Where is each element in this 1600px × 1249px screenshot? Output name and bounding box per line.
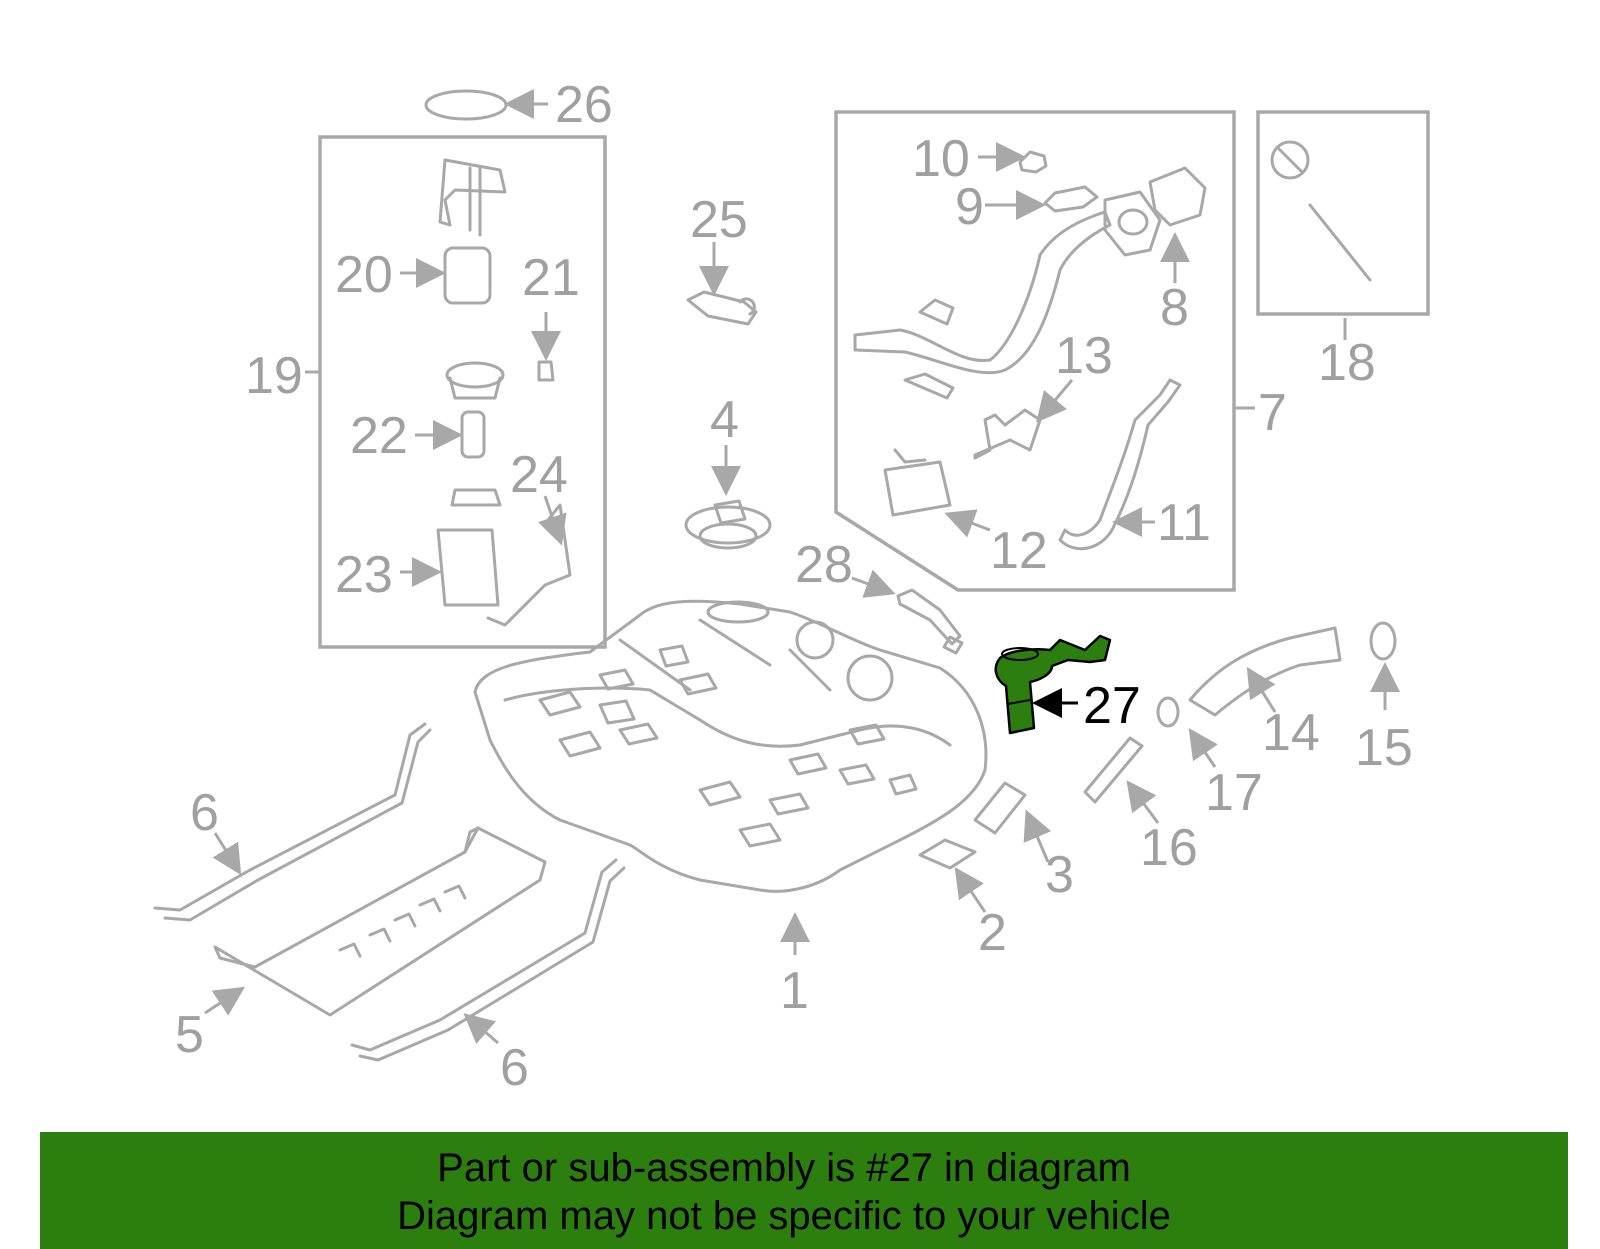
callout-13: 13 — [1055, 327, 1113, 385]
group-box-18 — [1256, 110, 1430, 316]
strap-part-6-upper — [153, 722, 432, 922]
callout-9: 9 — [955, 178, 984, 236]
clamp-part-15 — [1369, 621, 1397, 661]
callout-12: 12 — [990, 522, 1048, 580]
pump-module-part-19 — [436, 158, 572, 627]
heat-shield-part-5 — [213, 826, 547, 1017]
pad-part-2 — [918, 838, 977, 870]
group-box-19 — [318, 135, 607, 649]
callout-25: 25 — [690, 191, 748, 249]
pipe-part-16 — [1083, 736, 1144, 804]
callout-17: 17 — [1205, 764, 1263, 822]
callout-18: 18 — [1318, 334, 1376, 392]
callout-21: 21 — [522, 249, 580, 307]
callout-5: 5 — [175, 1006, 204, 1064]
footer-line-2: Diagram may not be specific to your vehi… — [397, 1194, 1171, 1238]
callout-15: 15 — [1355, 719, 1413, 777]
footer-banner: Part or sub-assembly is #27 in diagram D… — [40, 1132, 1568, 1249]
clip-part-9 — [1043, 185, 1099, 213]
fitting-part-25 — [686, 290, 758, 326]
callout-3: 3 — [1045, 846, 1074, 904]
cap-part-18 — [1270, 140, 1372, 282]
bracket-part-8 — [1148, 166, 1207, 227]
callout-2: 2 — [978, 904, 1007, 962]
canister-part-12 — [883, 448, 952, 517]
callout-6-upper: 6 — [190, 784, 219, 842]
callout-26: 26 — [555, 76, 613, 134]
callout-8: 8 — [1160, 279, 1189, 337]
strap-part-6-lower — [350, 858, 626, 1062]
filler-neck-part-7 — [853, 190, 1162, 400]
footer-line-1: Part or sub-assembly is #27 in diagram — [437, 1146, 1131, 1190]
callout-arrows — [204, 89, 1400, 1045]
callout-16: 16 — [1140, 819, 1198, 877]
callout-28: 28 — [795, 536, 853, 594]
clamp-part-17 — [1156, 696, 1180, 728]
callout-27: 27 — [1083, 677, 1141, 735]
clip-part-10 — [1018, 150, 1048, 174]
pad-part-3 — [973, 781, 1027, 835]
callout-23: 23 — [335, 546, 393, 604]
callout-24: 24 — [510, 446, 568, 504]
hose-part-14 — [1188, 626, 1342, 717]
bracket-part-13 — [973, 408, 1042, 460]
hose-part-28 — [896, 588, 964, 655]
cap-part-4 — [684, 499, 772, 550]
callout-22: 22 — [350, 407, 408, 465]
breather-hose-part-11 — [1058, 378, 1182, 551]
gasket-part-26 — [424, 89, 508, 121]
group-box-7 — [834, 110, 1236, 592]
callout-14: 14 — [1262, 704, 1320, 762]
fuel-tank-part-1 — [473, 599, 988, 893]
callout-20: 20 — [335, 246, 393, 304]
callout-10: 10 — [912, 130, 970, 188]
callout-19: 19 — [245, 347, 303, 405]
callout-11: 11 — [1157, 494, 1211, 552]
highlighted-part-27 — [994, 634, 1112, 735]
callout-7: 7 — [1258, 384, 1287, 442]
callout-1: 1 — [780, 962, 809, 1020]
callout-4: 4 — [710, 391, 739, 449]
callout-6-lower: 6 — [500, 1039, 529, 1097]
